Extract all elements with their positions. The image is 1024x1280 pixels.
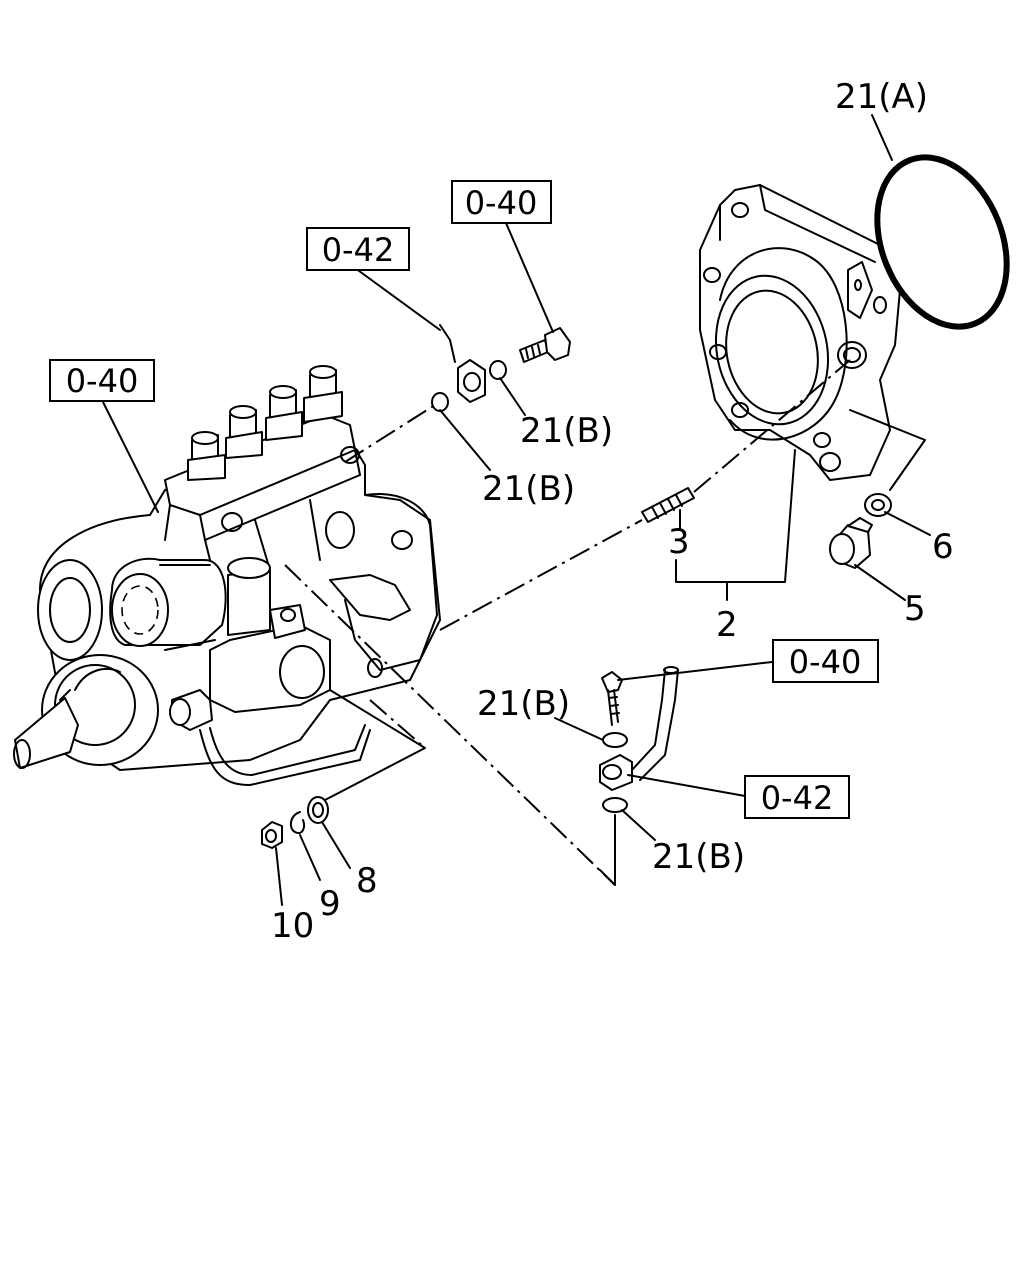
label-21a: 21(A) [835,77,928,117]
ref-box-top-text: 0-40 [465,184,538,222]
ref-box-bolt[interactable]: 0-40 [772,639,879,683]
ref-box-bolt-text: 0-40 [789,643,862,681]
top-eye-fitting [431,324,571,412]
label-21b-bolt: 21(B) [477,684,570,724]
label-2: 2 [716,605,738,645]
leader-lines [101,114,931,906]
plug-5 [829,517,873,569]
ref-box-left-text: 0-40 [66,362,139,400]
gasket-6 [864,493,892,517]
label-6: 6 [932,527,954,567]
drive-flange [699,184,901,481]
ref-box-pipe-text: 0-42 [761,779,834,817]
label-21b-pump: 21(B) [482,469,575,509]
label-10: 10 [271,906,314,946]
label-9: 9 [319,884,341,924]
delivery-valve-holders [187,365,343,481]
washer-8 [307,796,329,824]
ref-box-pipe[interactable]: 0-42 [744,775,850,819]
ref-box-fitting[interactable]: 0-42 [306,227,410,271]
ref-box-left[interactable]: 0-40 [49,359,155,402]
label-21b-top: 21(B) [520,411,613,451]
stud-3 [641,487,695,523]
nut-10 [261,821,283,849]
label-21b-lower: 21(B) [652,837,745,877]
label-8: 8 [356,861,378,901]
o-ring-21a [874,154,1010,330]
injection-pump [13,365,441,786]
label-5: 5 [904,589,926,629]
ref-box-fitting-text: 0-42 [322,231,395,269]
overflow-pipe-fitting [599,666,679,813]
part-labels: 21(A) 21(B) 21(B) 3 2 6 5 21(B) 21(B) 8 … [271,77,954,946]
clip-9 [289,811,305,834]
ref-box-top[interactable]: 0-40 [451,180,552,224]
feed-pump [169,557,383,731]
label-3: 3 [668,522,690,562]
